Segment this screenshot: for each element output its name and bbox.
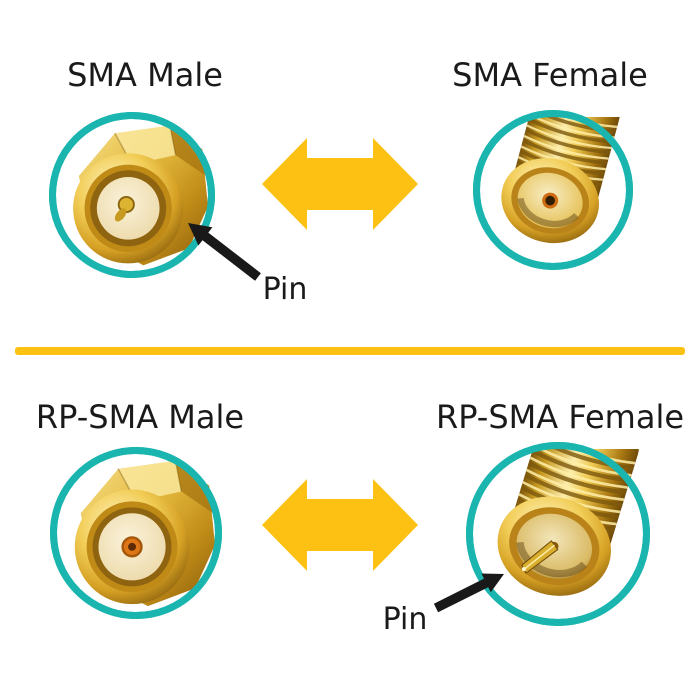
sma-male-label: SMA Male: [67, 56, 223, 94]
pin-label: Pin: [262, 272, 308, 307]
rp-sma-male-photo: [50, 447, 222, 619]
sma-female-label: SMA Female: [452, 56, 648, 94]
teal-circle-outline: [49, 112, 215, 278]
teal-circle-outline: [473, 110, 633, 270]
pin-label: Pin: [382, 602, 428, 637]
pin-pointer-arrow-icon: [188, 223, 261, 281]
rp-sma-male-label: RP-SMA Male: [35, 398, 245, 436]
sma-male-photo: [49, 112, 215, 278]
swap-arrow-icon: [262, 479, 418, 571]
swap-arrow-icon: [262, 138, 418, 230]
pin-pointer-arrow-icon: [433, 573, 504, 613]
teal-circle-outline: [466, 442, 650, 626]
section-divider-line: [15, 347, 685, 355]
teal-circle-outline: [50, 447, 222, 619]
sma-female-photo: [473, 110, 633, 270]
rp-sma-female-photo: [466, 442, 650, 626]
rp-sma-female-label: RP-SMA Female: [435, 398, 685, 436]
